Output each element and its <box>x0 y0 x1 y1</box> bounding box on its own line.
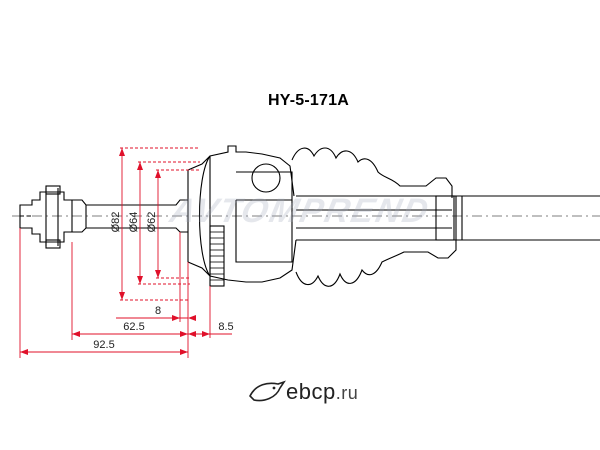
diameter-label-82: Ø82 <box>110 212 122 233</box>
length-label-8-5: 8.5 <box>218 321 233 333</box>
length-label-62-5: 62.5 <box>123 321 144 333</box>
length-label-8: 8 <box>155 305 161 317</box>
brand-name: ebcp.ru <box>286 379 359 404</box>
dimension-lines <box>19 147 232 358</box>
brand-bird-icon <box>249 380 286 402</box>
dimension-arrows <box>20 148 210 355</box>
shaft-outline <box>12 145 600 287</box>
watermark-logo: AVTOMPREND <box>166 192 434 230</box>
part-code: HY-5-171A <box>268 92 349 109</box>
dimension-labels: Ø82 Ø64 Ø62 8 62.5 8.5 92.5 <box>93 212 233 351</box>
diameter-label-64: Ø64 <box>128 212 140 233</box>
brand-logo: ebcp.ru <box>248 376 358 408</box>
length-label-92-5: 92.5 <box>93 339 114 351</box>
diameter-label-62: Ø62 <box>146 212 158 233</box>
